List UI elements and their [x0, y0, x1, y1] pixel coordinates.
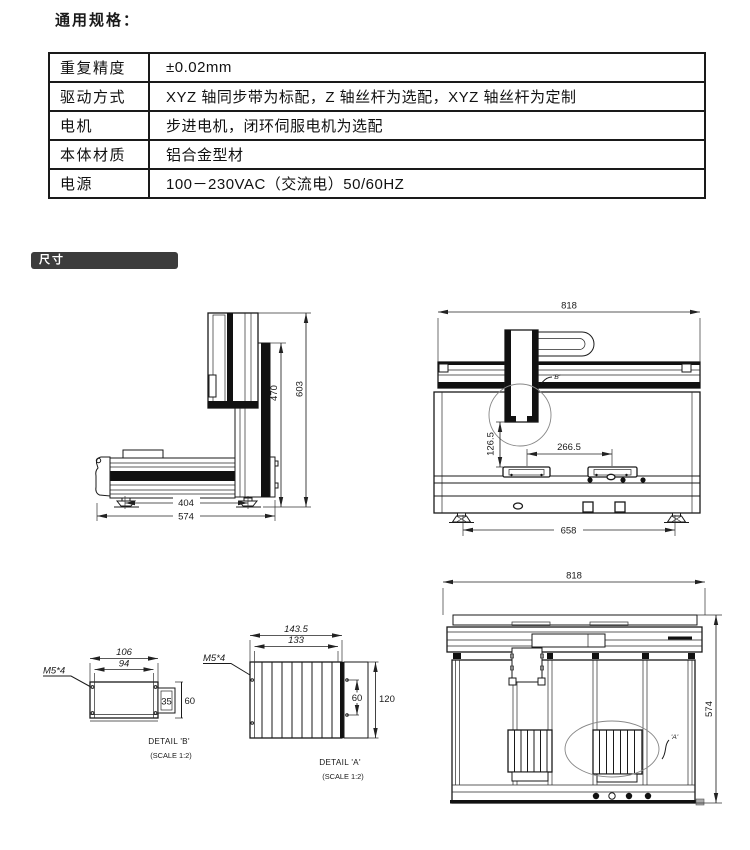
front-view-machine: 'B': [433, 329, 701, 523]
detail-callout-ellipse: [564, 720, 660, 778]
dim-label: 404: [178, 498, 194, 509]
dim-side-foot-pitch: 404: [124, 496, 249, 509]
detail-title: DETAIL 'A': [319, 758, 361, 767]
spec-label: 重复精度: [48, 52, 150, 83]
dim-side-base-depth: 574: [96, 500, 276, 523]
thread-callout: M5*4: [43, 666, 91, 687]
dim-label: 658: [561, 526, 577, 537]
spec-table: 重复精度 ±0.02mm 驱动方式 XYZ 轴同步带为标配，Z 轴丝杆为选配，X…: [48, 52, 706, 199]
fixture-block: [502, 466, 638, 481]
detail-b-part: [89, 681, 176, 722]
spec-label: 驱动方式: [48, 81, 150, 112]
spec-label: 电机: [48, 110, 150, 141]
dim-label: 60: [352, 693, 363, 704]
dim-detail-b-inner: 94: [94, 659, 154, 682]
detail-title: DETAIL 'B': [148, 737, 190, 746]
dim-front-total-width: 818: [437, 301, 701, 362]
thread-callout: M5*4: [203, 653, 251, 676]
side-view-drawing: 470 603 404 574: [95, 312, 311, 523]
top-view-machine: 'A': [446, 614, 705, 806]
dim-label: 35: [161, 697, 172, 708]
dim-label: 818: [566, 571, 582, 582]
machine-foot: [449, 512, 689, 523]
spec-value: XYZ 轴同步带为标配，Z 轴丝杆为选配，XYZ 轴丝杆为定制: [148, 81, 706, 112]
detail-callout-circle: [488, 383, 552, 447]
dim-top-total-width: 818: [442, 571, 706, 615]
dim-side-total-height: 603: [258, 312, 311, 508]
spec-value: 铝合金型材: [148, 139, 706, 170]
dim-top-total-depth: 574: [696, 614, 722, 804]
dim-front-fixture-pitch: 266.5: [526, 442, 613, 466]
dim-label: 106: [116, 647, 133, 658]
detail-callout-label: 'A': [671, 734, 679, 741]
side-view-machine: [95, 312, 279, 508]
top-view-drawing: 'A' 818 574: [442, 571, 722, 806]
dim-label: 574: [704, 701, 715, 717]
dim-label: 94: [119, 659, 130, 670]
table-row: 本体材质 铝合金型材: [48, 139, 706, 170]
dim-detail-a-height: 120: [368, 661, 395, 739]
dim-detail-b-height: 60: [175, 681, 196, 719]
table-row: 重复精度 ±0.02mm: [48, 52, 706, 83]
dim-front-foot-pitch: 658: [462, 515, 676, 537]
detail-b-drawing: 35 60 106 94 M5*4 DETAIL 'B' (SCALE 1:2): [43, 647, 196, 760]
dim-detail-a-outer: 143.5: [249, 624, 343, 662]
dim-label: 133: [288, 635, 305, 646]
dim-detail-a-slot-height: 60: [347, 679, 365, 716]
spec-label: 电源: [48, 168, 150, 199]
thread-label: M5*4: [43, 666, 65, 677]
spec-value: ±0.02mm: [148, 52, 706, 83]
detail-callout-label: 'B': [553, 374, 561, 381]
dim-label: 60: [185, 696, 196, 707]
spec-value: 100－230VAC（交流电）50/60HZ: [148, 168, 706, 199]
dim-detail-b-outer: 106: [89, 647, 159, 682]
dim-label: 603: [295, 381, 306, 397]
table-row: 电源 100－230VAC（交流电）50/60HZ: [48, 168, 706, 199]
dim-label: 818: [561, 301, 577, 312]
detail-a-drawing: 143.5 133 M5*4 60 120 DETAIL 'A' (SCALE …: [203, 624, 395, 781]
dim-label: 143.5: [284, 624, 308, 635]
dim-side-z-height: 470: [269, 342, 286, 507]
table-row: 电机 步进电机，闭环伺服电机为选配: [48, 110, 706, 141]
dim-label: 120: [379, 694, 395, 705]
detail-scale: (SCALE 1:2): [322, 772, 364, 781]
fixture-plate: [507, 729, 643, 783]
spec-label: 本体材质: [48, 139, 150, 170]
dim-label: 126.5: [486, 432, 497, 456]
thread-label: M5*4: [203, 653, 225, 664]
detail-a-part: [249, 661, 369, 739]
front-view-drawing: 'B' 818 126.5 266.5 658: [433, 301, 701, 537]
dim-detail-a-inner: 133: [254, 635, 339, 662]
spec-value: 步进电机，闭环伺服电机为选配: [148, 110, 706, 141]
dimensions-section-badge: 尺寸: [31, 252, 178, 269]
dim-label: 470: [269, 385, 280, 401]
dim-label: 266.5: [557, 442, 581, 453]
dim-label: 574: [178, 512, 194, 523]
table-row: 驱动方式 XYZ 轴同步带为标配，Z 轴丝杆为选配，XYZ 轴丝杆为定制: [48, 81, 706, 112]
section-title-general-specs: 通用规格：: [55, 12, 141, 29]
dim-front-z-clearance: 126.5: [486, 421, 505, 468]
detail-scale: (SCALE 1:2): [150, 751, 192, 760]
